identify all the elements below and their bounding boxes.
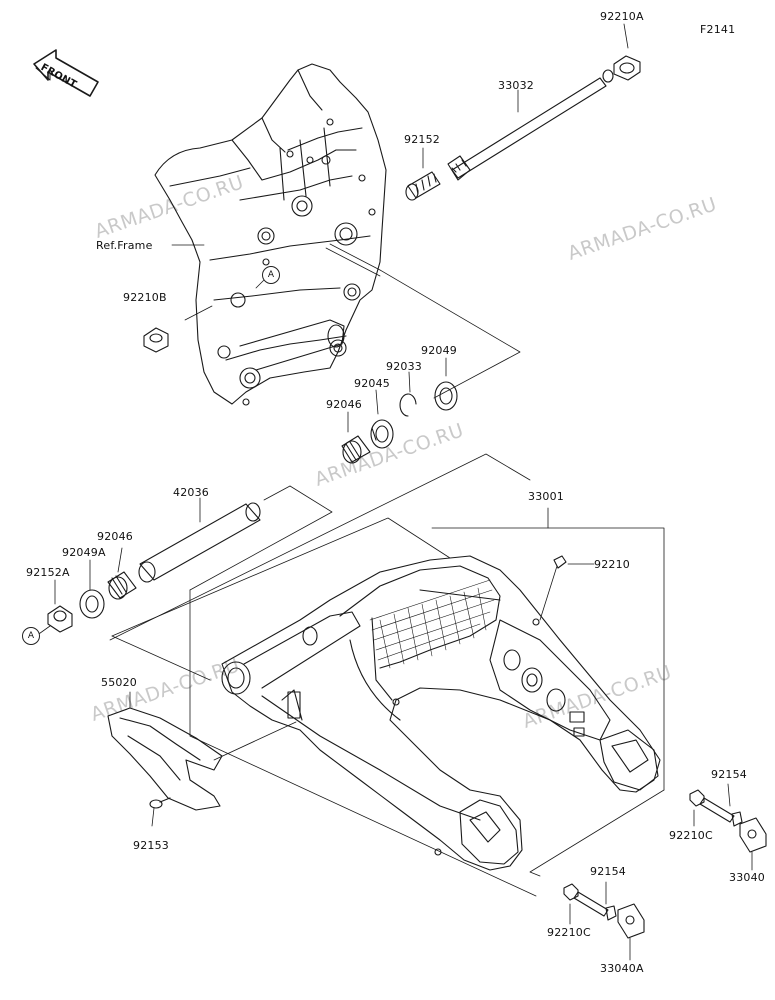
block-33040a <box>617 903 645 939</box>
nut-92210b <box>143 327 169 353</box>
bolt-92154-bottom <box>573 891 617 921</box>
part-label-92046-top[interactable]: 92046 <box>326 398 362 411</box>
bolt-92210 <box>539 555 567 621</box>
nut-92210a <box>613 55 641 81</box>
nut-92210c-right <box>689 789 705 807</box>
part-label-92033[interactable]: 92033 <box>386 360 422 373</box>
part-label-92154-bottom[interactable]: 92154 <box>590 865 626 878</box>
circlip-92033 <box>399 393 417 417</box>
figure-code: F2141 <box>700 23 736 36</box>
part-label-92154-right[interactable]: 92154 <box>711 768 747 781</box>
front-arrow-icon <box>33 49 99 97</box>
block-33040 <box>739 817 767 853</box>
needle-bearing-92046-left <box>107 571 137 600</box>
part-label-33040[interactable]: 33040 <box>729 871 765 884</box>
needle-bearing-92046 <box>341 435 371 464</box>
reference-marker-a: A <box>262 266 280 284</box>
part-label-55020[interactable]: 55020 <box>101 676 137 689</box>
swing-arm <box>221 555 661 871</box>
part-label-33001[interactable]: 33001 <box>528 490 564 503</box>
ref-frame-label: Ref.Frame <box>96 239 153 252</box>
pivot-shaft <box>447 69 614 181</box>
part-label-92210c-right[interactable]: 92210C <box>669 829 713 842</box>
part-label-92049a[interactable]: 92049A <box>62 546 106 559</box>
part-label-92210a[interactable]: 92210A <box>600 10 644 23</box>
part-label-92049[interactable]: 92049 <box>421 344 457 357</box>
nut-92210c-bottom <box>563 883 579 901</box>
bearing-92045 <box>370 419 394 449</box>
part-label-92046-left[interactable]: 92046 <box>97 530 133 543</box>
seal-92049a <box>79 589 105 619</box>
seal-92049 <box>434 381 458 411</box>
part-label-92152a[interactable]: 92152A <box>26 566 70 579</box>
reference-marker-a: A <box>22 627 40 645</box>
part-label-33040a[interactable]: 33040A <box>600 962 644 975</box>
chain-guard-55020 <box>107 707 223 811</box>
part-label-92045[interactable]: 92045 <box>354 377 390 390</box>
part-label-92210[interactable]: 92210 <box>594 558 630 571</box>
part-label-92210c-bottom[interactable]: 92210C <box>547 926 591 939</box>
collar-92152 <box>405 171 441 201</box>
bolt-92154-right <box>699 797 743 827</box>
part-label-92152[interactable]: 92152 <box>404 133 440 146</box>
axle-42036 <box>138 502 261 583</box>
part-label-92153[interactable]: 92153 <box>133 839 169 852</box>
part-label-33032[interactable]: 33032 <box>498 79 534 92</box>
part-label-42036[interactable]: 42036 <box>173 486 209 499</box>
screw-92153 <box>149 797 171 809</box>
collar-92152a <box>47 605 73 633</box>
frame-drawing <box>154 63 387 406</box>
part-label-92210b[interactable]: 92210B <box>123 291 167 304</box>
